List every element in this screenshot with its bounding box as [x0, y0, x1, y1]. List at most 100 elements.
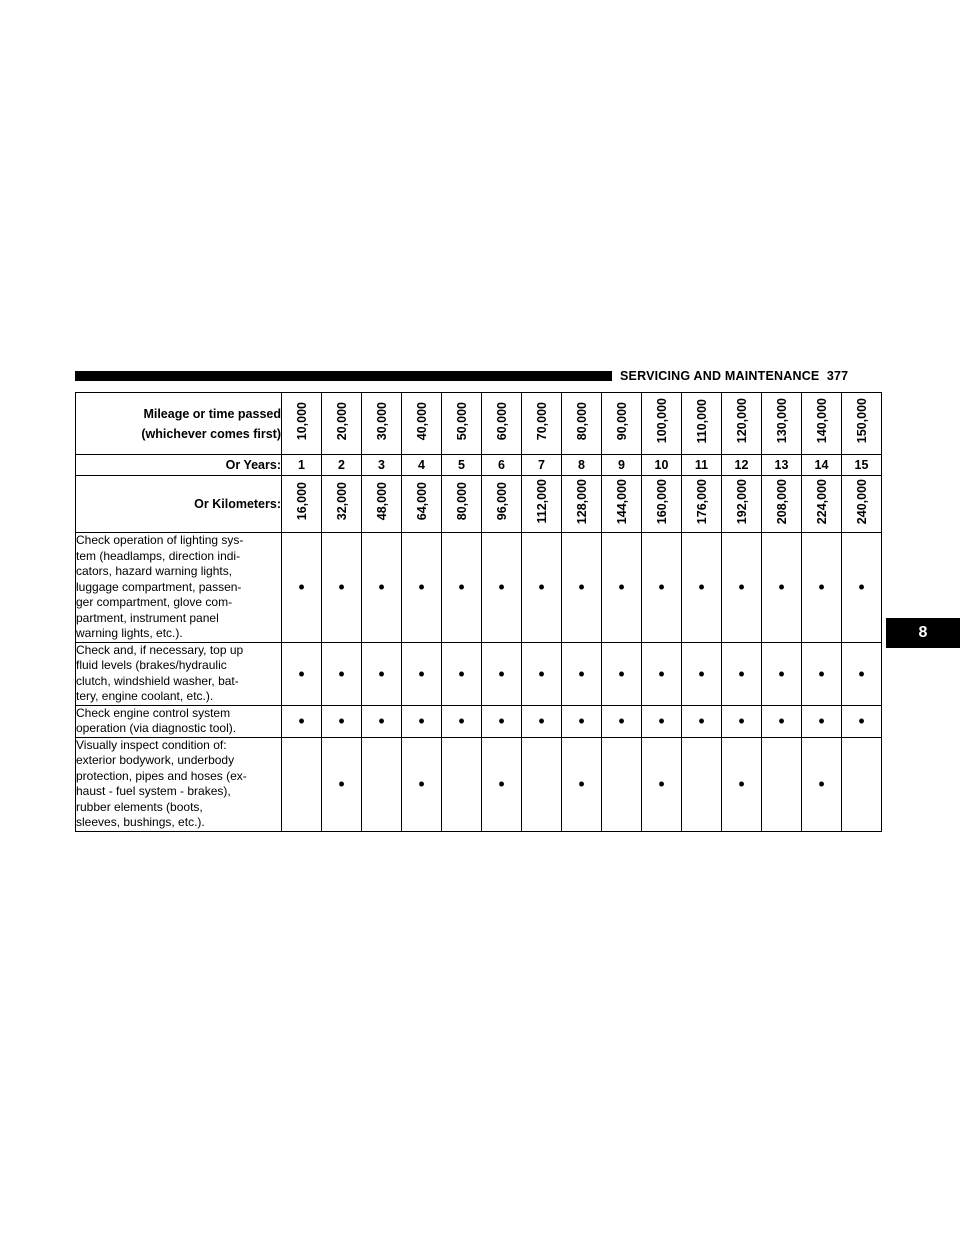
kilometers-cell: 64,000	[401, 475, 442, 533]
mileage-value: 60,000	[494, 401, 509, 441]
kilometers-cell: 208,000	[761, 475, 802, 533]
service-interval-cell	[841, 736, 882, 832]
kilometers-cell: 192,000	[721, 475, 762, 533]
section-title: SERVICING AND MAINTENANCE	[620, 369, 820, 383]
service-interval-cell: •	[681, 704, 722, 738]
header-rule	[75, 371, 612, 381]
service-description-line: tery, engine coolant, etc.).	[76, 689, 214, 703]
service-mark: •	[418, 711, 425, 731]
year-value: 8	[561, 454, 602, 476]
service-description-line: haust - fuel system - brakes),	[76, 784, 231, 798]
service-interval-cell: •	[761, 641, 802, 706]
kilometers-value: 80,000	[454, 482, 469, 521]
mileage-cell: 50,000	[441, 392, 482, 455]
service-description-line: sleeves, bushings, etc.).	[76, 815, 205, 829]
service-description-line: luggage compartment, passen-	[76, 579, 242, 594]
kilometers-value: 32,000	[334, 482, 349, 521]
service-interval-cell: •	[281, 704, 322, 738]
mileage-value: 20,000	[334, 401, 349, 441]
kilometers-cell: 176,000	[681, 475, 722, 533]
service-interval-cell: •	[361, 641, 402, 706]
service-mark: •	[618, 577, 625, 598]
service-interval-cell: •	[281, 641, 322, 706]
service-mark: •	[778, 577, 785, 598]
kilometers-cell: 96,000	[481, 475, 522, 533]
service-interval-cell	[601, 736, 642, 832]
service-interval-cell: •	[801, 736, 842, 832]
service-interval-cell: •	[841, 641, 882, 706]
service-description-line: Check engine control system	[76, 705, 231, 720]
year-value: 11	[681, 454, 722, 476]
service-interval-cell: •	[281, 532, 322, 643]
kilometers-cell: 16,000	[281, 475, 322, 533]
mileage-cell: 10,000	[281, 392, 322, 455]
kilometers-value: 240,000	[854, 478, 869, 525]
service-interval-cell: •	[441, 532, 482, 643]
mileage-value: 70,000	[534, 401, 549, 441]
mileage-cell: 80,000	[561, 392, 602, 455]
service-mark: •	[618, 711, 625, 731]
maintenance-schedule-table: Mileage or time passed(whichever comes f…	[75, 392, 882, 832]
service-description-line: ger compartment, glove com-	[76, 595, 233, 609]
service-mark: •	[338, 711, 345, 731]
service-description-line: partment, instrument panel	[76, 610, 219, 625]
mileage-value: 90,000	[614, 401, 629, 441]
kilometers-value: 208,000	[774, 478, 789, 525]
kilometers-cell: 48,000	[361, 475, 402, 533]
year-value: 14	[801, 454, 842, 476]
service-interval-cell: •	[641, 641, 682, 706]
year-value: 9	[601, 454, 642, 476]
service-description-line: tem (headlamps, direction indi-	[76, 548, 241, 563]
service-interval-cell: •	[401, 532, 442, 643]
service-mark: •	[818, 577, 825, 598]
year-value: 12	[721, 454, 762, 476]
service-interval-cell: •	[561, 704, 602, 738]
mileage-row: Mileage or time passed(whichever comes f…	[75, 392, 882, 455]
service-mark: •	[578, 711, 585, 731]
service-interval-cell: •	[521, 704, 562, 738]
service-interval-cell: •	[641, 736, 682, 832]
service-interval-cell: •	[401, 736, 442, 832]
service-mark: •	[338, 774, 345, 794]
mileage-value: 120,000	[734, 398, 749, 444]
service-mark: •	[458, 711, 465, 731]
service-interval-cell	[361, 736, 402, 832]
service-description-line: rubber elements (boots,	[76, 799, 203, 814]
service-description: Check operation of lighting sys-tem (hea…	[75, 532, 282, 643]
service-interval-cell: •	[641, 532, 682, 643]
service-description-line: Visually inspect condition of:	[76, 737, 227, 752]
service-mark: •	[538, 663, 545, 684]
kilometers-value: 144,000	[614, 478, 629, 525]
service-mark: •	[738, 663, 745, 684]
service-interval-cell: •	[481, 704, 522, 738]
service-description-line: Check and, if necessary, top up	[76, 642, 244, 657]
year-value: 1	[281, 454, 322, 476]
service-interval-cell: •	[561, 532, 602, 643]
year-value: 15	[841, 454, 882, 476]
service-mark: •	[418, 774, 425, 794]
service-mark: •	[378, 663, 385, 684]
service-interval-cell: •	[361, 532, 402, 643]
kilometers-value: 48,000	[374, 482, 389, 521]
service-mark: •	[698, 663, 705, 684]
service-mark: •	[818, 663, 825, 684]
service-mark: •	[458, 577, 465, 598]
service-mark: •	[498, 774, 505, 794]
service-row: Visually inspect condition of:exterior b…	[75, 736, 882, 832]
service-interval-cell: •	[481, 641, 522, 706]
service-mark: •	[418, 663, 425, 684]
kilometers-cell: 144,000	[601, 475, 642, 533]
mileage-value: 30,000	[374, 401, 389, 441]
service-interval-cell: •	[761, 704, 802, 738]
service-interval-cell: •	[321, 736, 362, 832]
service-interval-cell: •	[561, 736, 602, 832]
service-description-line: cators, hazard warning lights,	[76, 564, 233, 578]
running-header: SERVICING AND MAINTENANCE 377	[620, 369, 848, 383]
service-mark: •	[378, 577, 385, 598]
service-description-line: fluid levels (brakes/hydraulic	[76, 658, 227, 672]
service-interval-cell	[681, 736, 722, 832]
mileage-cell: 70,000	[521, 392, 562, 455]
